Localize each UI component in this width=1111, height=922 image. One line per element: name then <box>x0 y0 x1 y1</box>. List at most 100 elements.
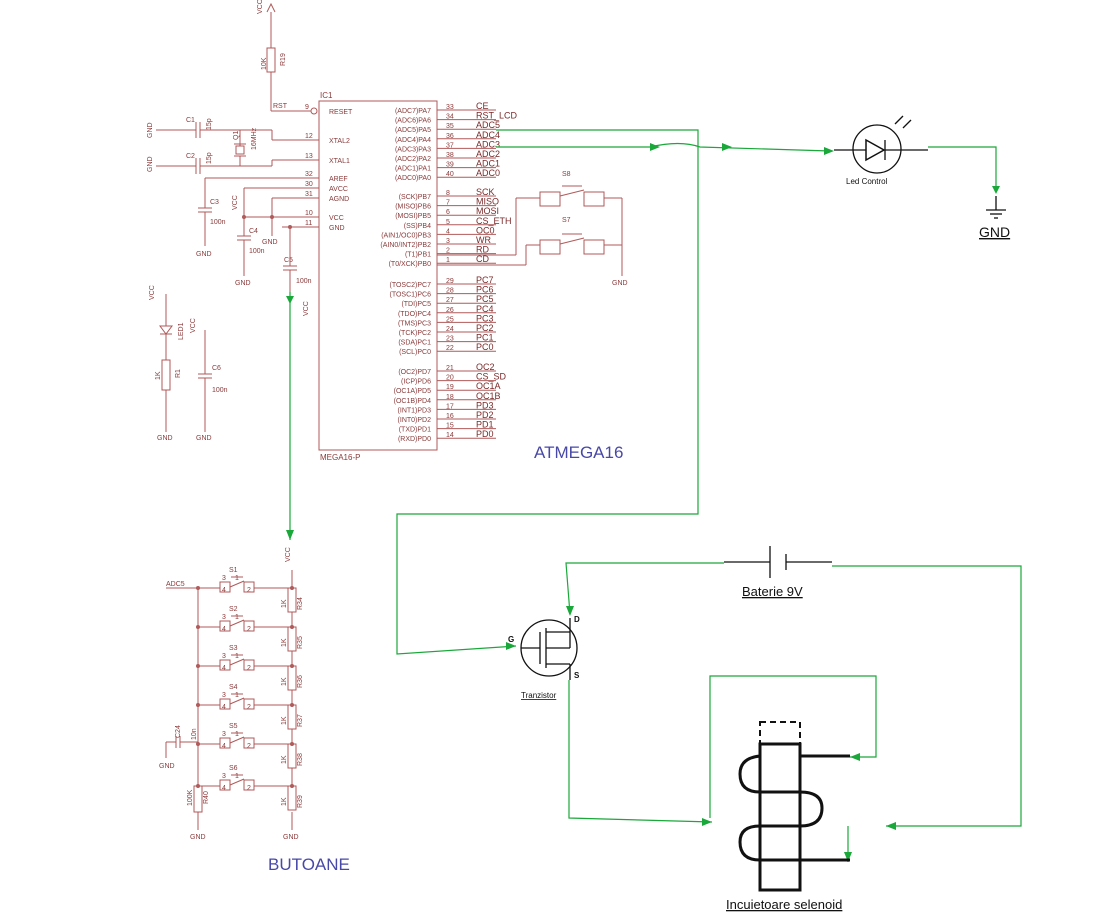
switch-pin-num: 2 <box>247 665 251 672</box>
button-resistor-value: 1K <box>281 638 288 647</box>
ic1-right-pin-name: (AIN0/INT2)PB2 <box>380 242 431 249</box>
ic1-right-pin-name: (TMS)PC3 <box>398 320 431 327</box>
gnd-label: GND <box>979 224 1010 240</box>
ic1-right-pin-name: (INT1)PD3 <box>398 407 432 414</box>
ic1-right-pin-net: CD <box>476 254 489 264</box>
switch-pin-num: 4 <box>222 704 226 711</box>
ic1-left-pin-name: XTAL1 <box>329 158 350 165</box>
ic1-left-pin-num: 32 <box>305 171 313 178</box>
ic1-right-pin-num: 18 <box>446 394 454 401</box>
q1-ref: Q1 <box>233 131 240 140</box>
ic1-right-pin-net: OC2 <box>476 362 495 372</box>
drain-label: D <box>574 615 580 624</box>
switch-pin-num: 3 <box>222 731 226 738</box>
switch-pin-num: 4 <box>222 665 226 672</box>
switch-pin-num: 3 <box>222 692 226 699</box>
ic1-right-pin-name: (ADC7)PA7 <box>395 108 431 115</box>
source-label: S <box>574 671 580 680</box>
ic1-left-pin-num: 31 <box>305 191 313 198</box>
ic1-right-pin-num: 15 <box>446 423 454 430</box>
ic1-right-pin-net: PC6 <box>476 285 494 295</box>
reset-network: VCC 10K R19 RST <box>257 0 318 115</box>
button-resistor-ref: R38 <box>297 753 304 766</box>
ic1-right-pin-name: (MISO)PB6 <box>395 204 431 211</box>
button-resistor-value: 1K <box>281 677 288 686</box>
ic1-right-pin-num: 23 <box>446 336 454 343</box>
switch-ref: S1 <box>229 567 238 574</box>
ic1-left-pin-name: XTAL2 <box>329 138 350 145</box>
button-resistor-value: 1K <box>281 716 288 725</box>
ic1-right-pin-num: 8 <box>446 190 450 197</box>
switch-pin-num: 2 <box>247 626 251 633</box>
ic1-right-pin-net: PD0 <box>476 429 494 439</box>
r19-value: 10K <box>261 57 268 70</box>
ic1-right-pin-num: 14 <box>446 432 454 439</box>
ic1-left-pin-name: AVCC <box>329 186 348 193</box>
led-control-label: Led Control <box>846 177 888 186</box>
switch-pin-num: 4 <box>222 743 226 750</box>
ic1-left-pin-num: 11 <box>305 220 312 227</box>
ic1-right-pin-num: 17 <box>446 403 454 410</box>
switch-pin-num: 3 <box>222 614 226 621</box>
ic1-right-pin-name: (TOSC1)PC6 <box>390 292 432 299</box>
ic1-right-pin-net: PC0 <box>476 342 494 352</box>
button-resistor-value: 1K <box>281 797 288 806</box>
r40-value: 100K <box>187 789 194 806</box>
switch-ref: S4 <box>229 684 238 691</box>
ic1-right-pin-name: (TXD)PD1 <box>399 427 431 434</box>
ic1-right-pin-name: (OC1B)PD4 <box>394 398 431 405</box>
c24-value: 10n <box>191 728 198 740</box>
ic1-right-pin-name: (ADC3)PA3 <box>395 146 431 153</box>
transistor: G D S Tranzistor <box>508 615 580 700</box>
ic1-left-pins: 9RESET12XTAL213XTAL132AREF30AVCC31AGND10… <box>305 104 353 232</box>
switches-s7-s8: S8 S7 GND <box>437 171 628 287</box>
ic1-right-pin-net: WR <box>476 235 491 245</box>
power-network: C3 100n GND VCC C4 100n GND GND C5 100n … <box>196 177 319 316</box>
c3-gnd: GND <box>196 251 212 258</box>
c6-ref: C6 <box>212 365 221 372</box>
ic1: IC1 MEGA16-P 9RESET12XTAL213XTAL132AREF3… <box>305 91 518 462</box>
c1-gnd: GND <box>147 122 154 138</box>
switch-pin-num: 1 <box>235 614 239 621</box>
ic1-right-pin-num: 40 <box>446 171 454 178</box>
r1-value: 1K <box>155 371 162 380</box>
ic1-right-pin-name: (ADC6)PA6 <box>395 118 431 125</box>
ic1-right-pin-net: ADC2 <box>476 149 500 159</box>
battery-label: Baterie 9V <box>742 584 803 599</box>
mcu-title: ATMEGA16 <box>534 443 623 462</box>
ic1-right-pin-name: (INT0)PD2 <box>398 417 432 424</box>
ic1-right-pin-num: 2 <box>446 248 450 255</box>
ic1-right-pin-name: (T1)PB1 <box>405 252 431 259</box>
ic1-right-pin-num: 29 <box>446 278 454 285</box>
ic1-right-pin-num: 19 <box>446 384 454 391</box>
button-resistor-ref: R35 <box>297 636 304 649</box>
switch-pin-num: 1 <box>235 731 239 738</box>
ic1-right-pin-name: (ADC5)PA5 <box>395 127 431 134</box>
ic1-right-pin-num: 38 <box>446 152 454 159</box>
switch-pin-num: 2 <box>247 704 251 711</box>
c4-value: 100n <box>249 248 265 255</box>
c6-gnd: GND <box>196 435 212 442</box>
ic1-right-pin-num: 37 <box>446 142 454 149</box>
ic1-right-pin-name: (SCL)PC0 <box>399 349 431 356</box>
ic1-left-pin-name: GND <box>329 225 345 232</box>
s7-ref: S7 <box>562 217 571 224</box>
ic1-right-pin-num: 20 <box>446 375 454 382</box>
ic1-right-pin-name: (ADC1)PA1 <box>395 166 431 173</box>
ic1-left-pin-num: 9 <box>305 104 309 111</box>
switch-ref: S2 <box>229 606 238 613</box>
button-resistor-value: 1K <box>281 755 288 764</box>
ic1-right-pin-num: 7 <box>446 200 450 207</box>
ic1-right-pin-net: MISO <box>476 197 499 207</box>
buttons-vcc: VCC <box>285 547 292 562</box>
ic1-right-pin-num: 39 <box>446 162 454 169</box>
ic1-right-pin-num: 35 <box>446 123 454 130</box>
ic1-right-pin-name: (SS)PB4 <box>404 223 431 230</box>
c4-ref: C4 <box>249 228 258 235</box>
c2-value: 15p <box>206 152 213 164</box>
switch-pin-num: 1 <box>235 773 239 780</box>
ic1-left-pin-num: 13 <box>305 153 313 160</box>
